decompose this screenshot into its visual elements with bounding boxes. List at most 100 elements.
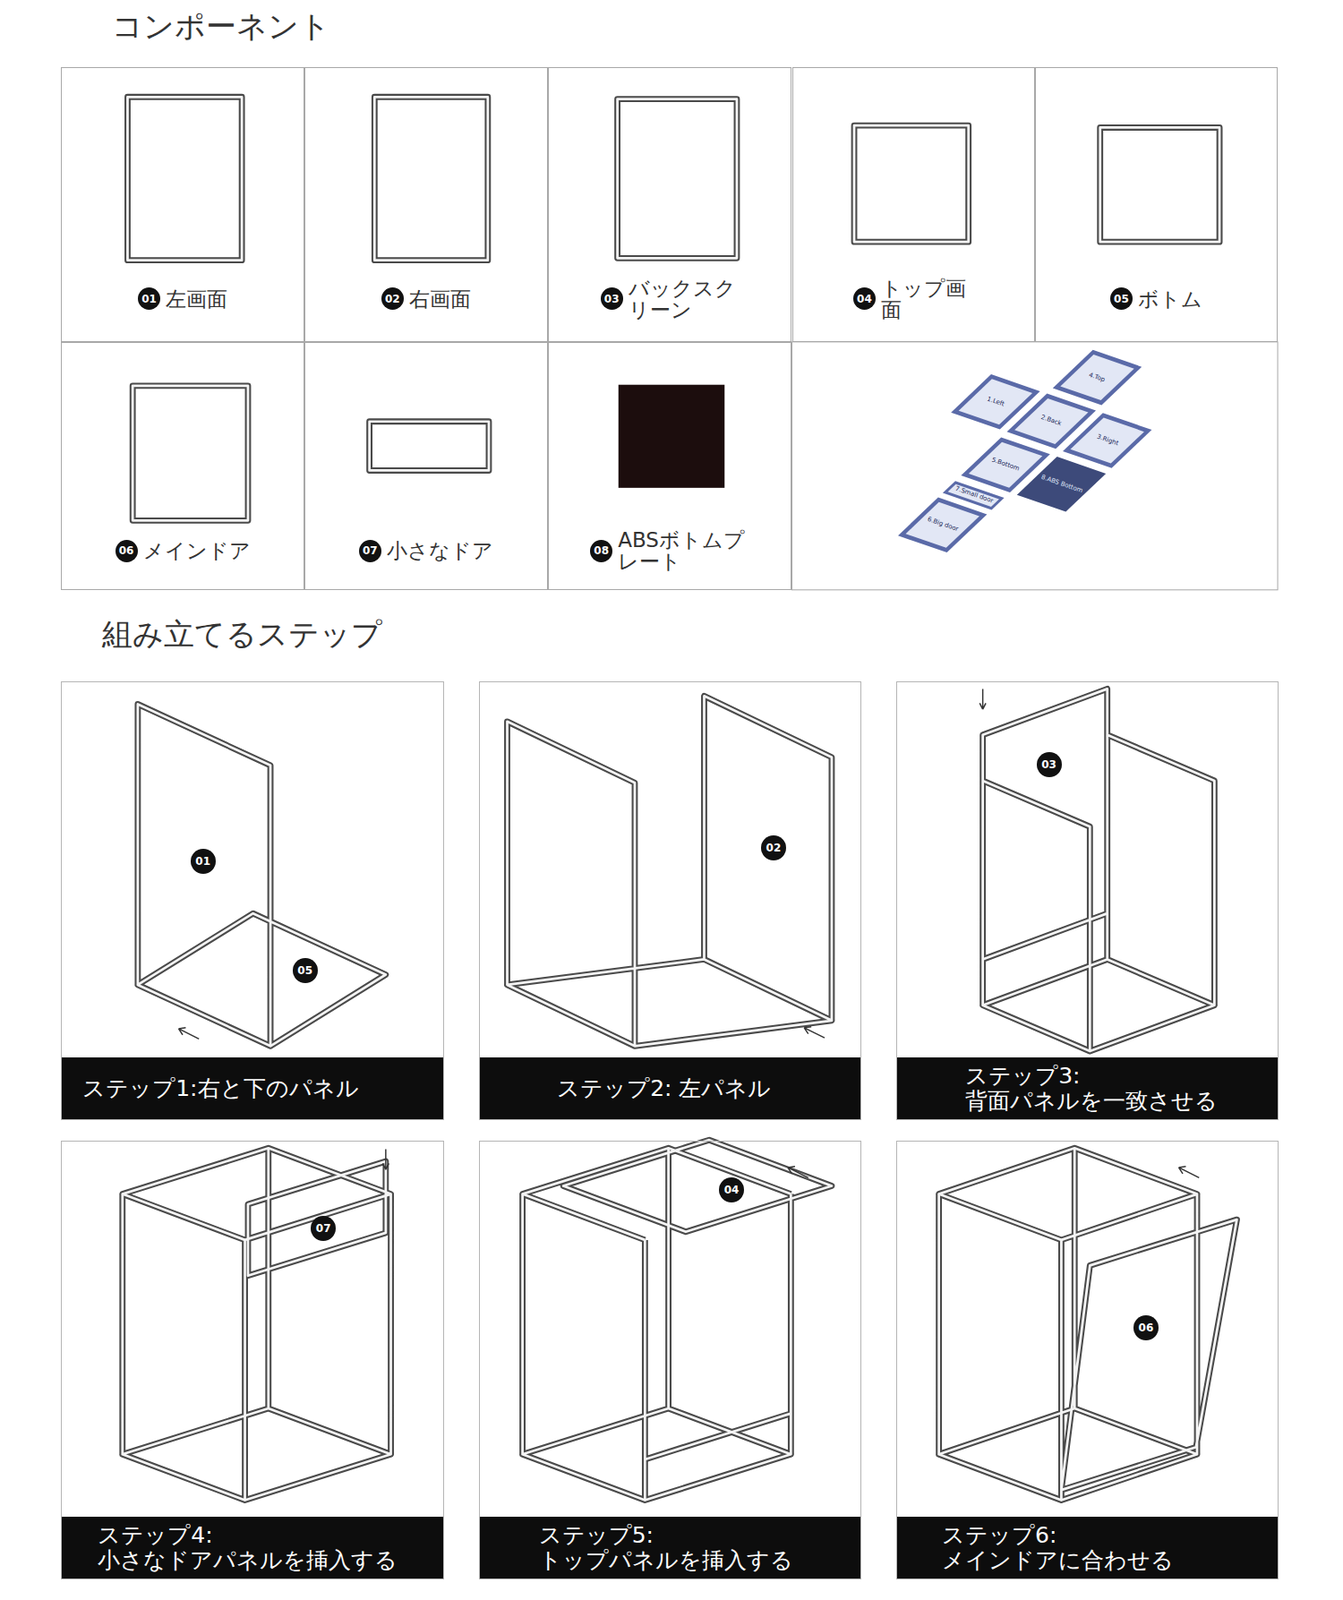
- step-panel: ステップ2: 左パネル 02: [479, 681, 862, 1121]
- callout-number: 06: [115, 539, 138, 563]
- callout-text: 02: [766, 842, 782, 854]
- component-cell: トップ画 面 04: [792, 67, 1036, 343]
- frame-highlight: [122, 96, 1238, 1500]
- sheet-face: [1060, 354, 1134, 401]
- component-cell: 右画面 02: [304, 67, 548, 343]
- component-cell: メインドア06: [60, 342, 304, 591]
- section-heading: コンポーネント: [111, 8, 331, 45]
- step-caption: ステップ6: メインドアに合わせる: [897, 1516, 1278, 1580]
- step-caption: ステップ2: 左パネル: [479, 1057, 861, 1121]
- frame: [506, 695, 831, 1046]
- section-heading: 組み立てるステップ: [102, 615, 383, 653]
- frame: [374, 96, 488, 260]
- part-name: 左画面: [165, 288, 228, 310]
- callout-text: 04: [724, 1184, 740, 1196]
- callout-number: 03: [1036, 752, 1062, 778]
- part-name: 右画面: [409, 288, 471, 310]
- component-cell: 左画面 01: [60, 67, 304, 343]
- step-caption: ステップ3: 背面パネルを一致させる: [897, 1057, 1278, 1121]
- frame: [1100, 127, 1220, 242]
- callout-text: 05: [297, 965, 313, 976]
- frame: [617, 99, 737, 259]
- sheet: [898, 497, 987, 554]
- callout-number: 04: [718, 1177, 745, 1203]
- callout-text: 07: [362, 545, 378, 557]
- bottom-plate: [618, 384, 726, 488]
- frame: [369, 421, 489, 471]
- frame: [137, 703, 386, 1046]
- callout-text: 01: [195, 855, 211, 867]
- frame: [854, 125, 969, 242]
- part-name: 小さなドア: [386, 539, 494, 562]
- sheet: [1052, 350, 1142, 406]
- component-cell: 小さなドア 07: [304, 342, 548, 591]
- frame: [374, 96, 488, 260]
- flat-pack: [842, 330, 1198, 573]
- callout-number: 07: [359, 539, 382, 563]
- callout-number: 01: [137, 287, 161, 310]
- callout-number: 04: [853, 287, 876, 310]
- part-name: バックスク リーン: [628, 277, 740, 321]
- arrow: [1178, 1166, 1199, 1179]
- part-name: ボトム: [1137, 288, 1203, 310]
- arrow: [787, 1166, 809, 1179]
- step-panel: ステップ4: 小さなドアパネルを挿入する 07: [60, 1140, 444, 1580]
- frame: [983, 688, 1215, 1052]
- sheet-face: [948, 484, 1000, 507]
- frame: [506, 695, 831, 1046]
- frame: [132, 385, 249, 521]
- sheet-face: [968, 442, 1043, 488]
- component-cell: ABSボトムプ レート 08: [547, 342, 792, 591]
- step-panel: ステップ3: 背面パネルを一致させる 03: [896, 681, 1279, 1121]
- sheet-face: [958, 378, 1033, 425]
- step-panel: ステップ5: トップパネルを挿入する 04: [479, 1140, 862, 1580]
- arrow: [382, 1148, 389, 1170]
- frame: [132, 385, 249, 521]
- frame: [939, 1147, 1238, 1500]
- cell-border: [791, 342, 1278, 591]
- callout-text: 04: [856, 293, 873, 305]
- frame: [137, 703, 386, 1046]
- frame: [122, 1147, 392, 1500]
- callout-number: 07: [310, 1215, 336, 1241]
- frame: [127, 96, 242, 260]
- callout-number: 05: [1110, 287, 1133, 310]
- part-name: メインドア: [143, 539, 251, 562]
- frame: [522, 1139, 832, 1500]
- frame: [122, 1147, 392, 1500]
- callout-number: 06: [1133, 1315, 1159, 1341]
- step-panel: ステップ6: メインドアに合わせる 06: [896, 1140, 1279, 1580]
- drawings: [122, 96, 1278, 1500]
- frame: [854, 125, 969, 242]
- frame: [617, 99, 737, 259]
- step-caption: ステップ1:右と下のパネル: [61, 1057, 443, 1121]
- step-caption: ステップ4: 小さなドアパネルを挿入する: [61, 1516, 443, 1580]
- part-name: トップ画 面: [881, 277, 975, 321]
- component-cell: ボトム 05: [1035, 67, 1278, 343]
- frame: [983, 688, 1215, 1052]
- callout-number: 02: [761, 835, 787, 861]
- arrow: [178, 1027, 199, 1040]
- frame: [522, 1139, 832, 1500]
- callout-number: 02: [381, 287, 404, 310]
- sheet-face: [1070, 417, 1145, 463]
- step-caption: ステップ5: トップパネルを挿入する: [479, 1516, 861, 1580]
- callout-text: 01: [141, 293, 157, 305]
- component-cell: バックスク リーン03: [547, 67, 792, 343]
- panel-sheets: [842, 330, 1198, 573]
- sheet-face: [1014, 398, 1088, 445]
- frame: [127, 96, 242, 260]
- callout-number: 08: [590, 539, 613, 563]
- part-name: ABSボトムプ レート: [617, 529, 750, 573]
- callout-text: 05: [1113, 293, 1130, 305]
- callout-text: 08: [593, 545, 609, 557]
- sheet-faces: [849, 334, 1190, 567]
- callout-text: 02: [384, 293, 401, 305]
- frame: [369, 421, 489, 471]
- callout-number: 03: [600, 287, 624, 310]
- arrow: [804, 1026, 825, 1039]
- callout-number: 01: [190, 848, 216, 874]
- step-panel: ステップ1:右と下のパネル 01 05: [60, 681, 444, 1121]
